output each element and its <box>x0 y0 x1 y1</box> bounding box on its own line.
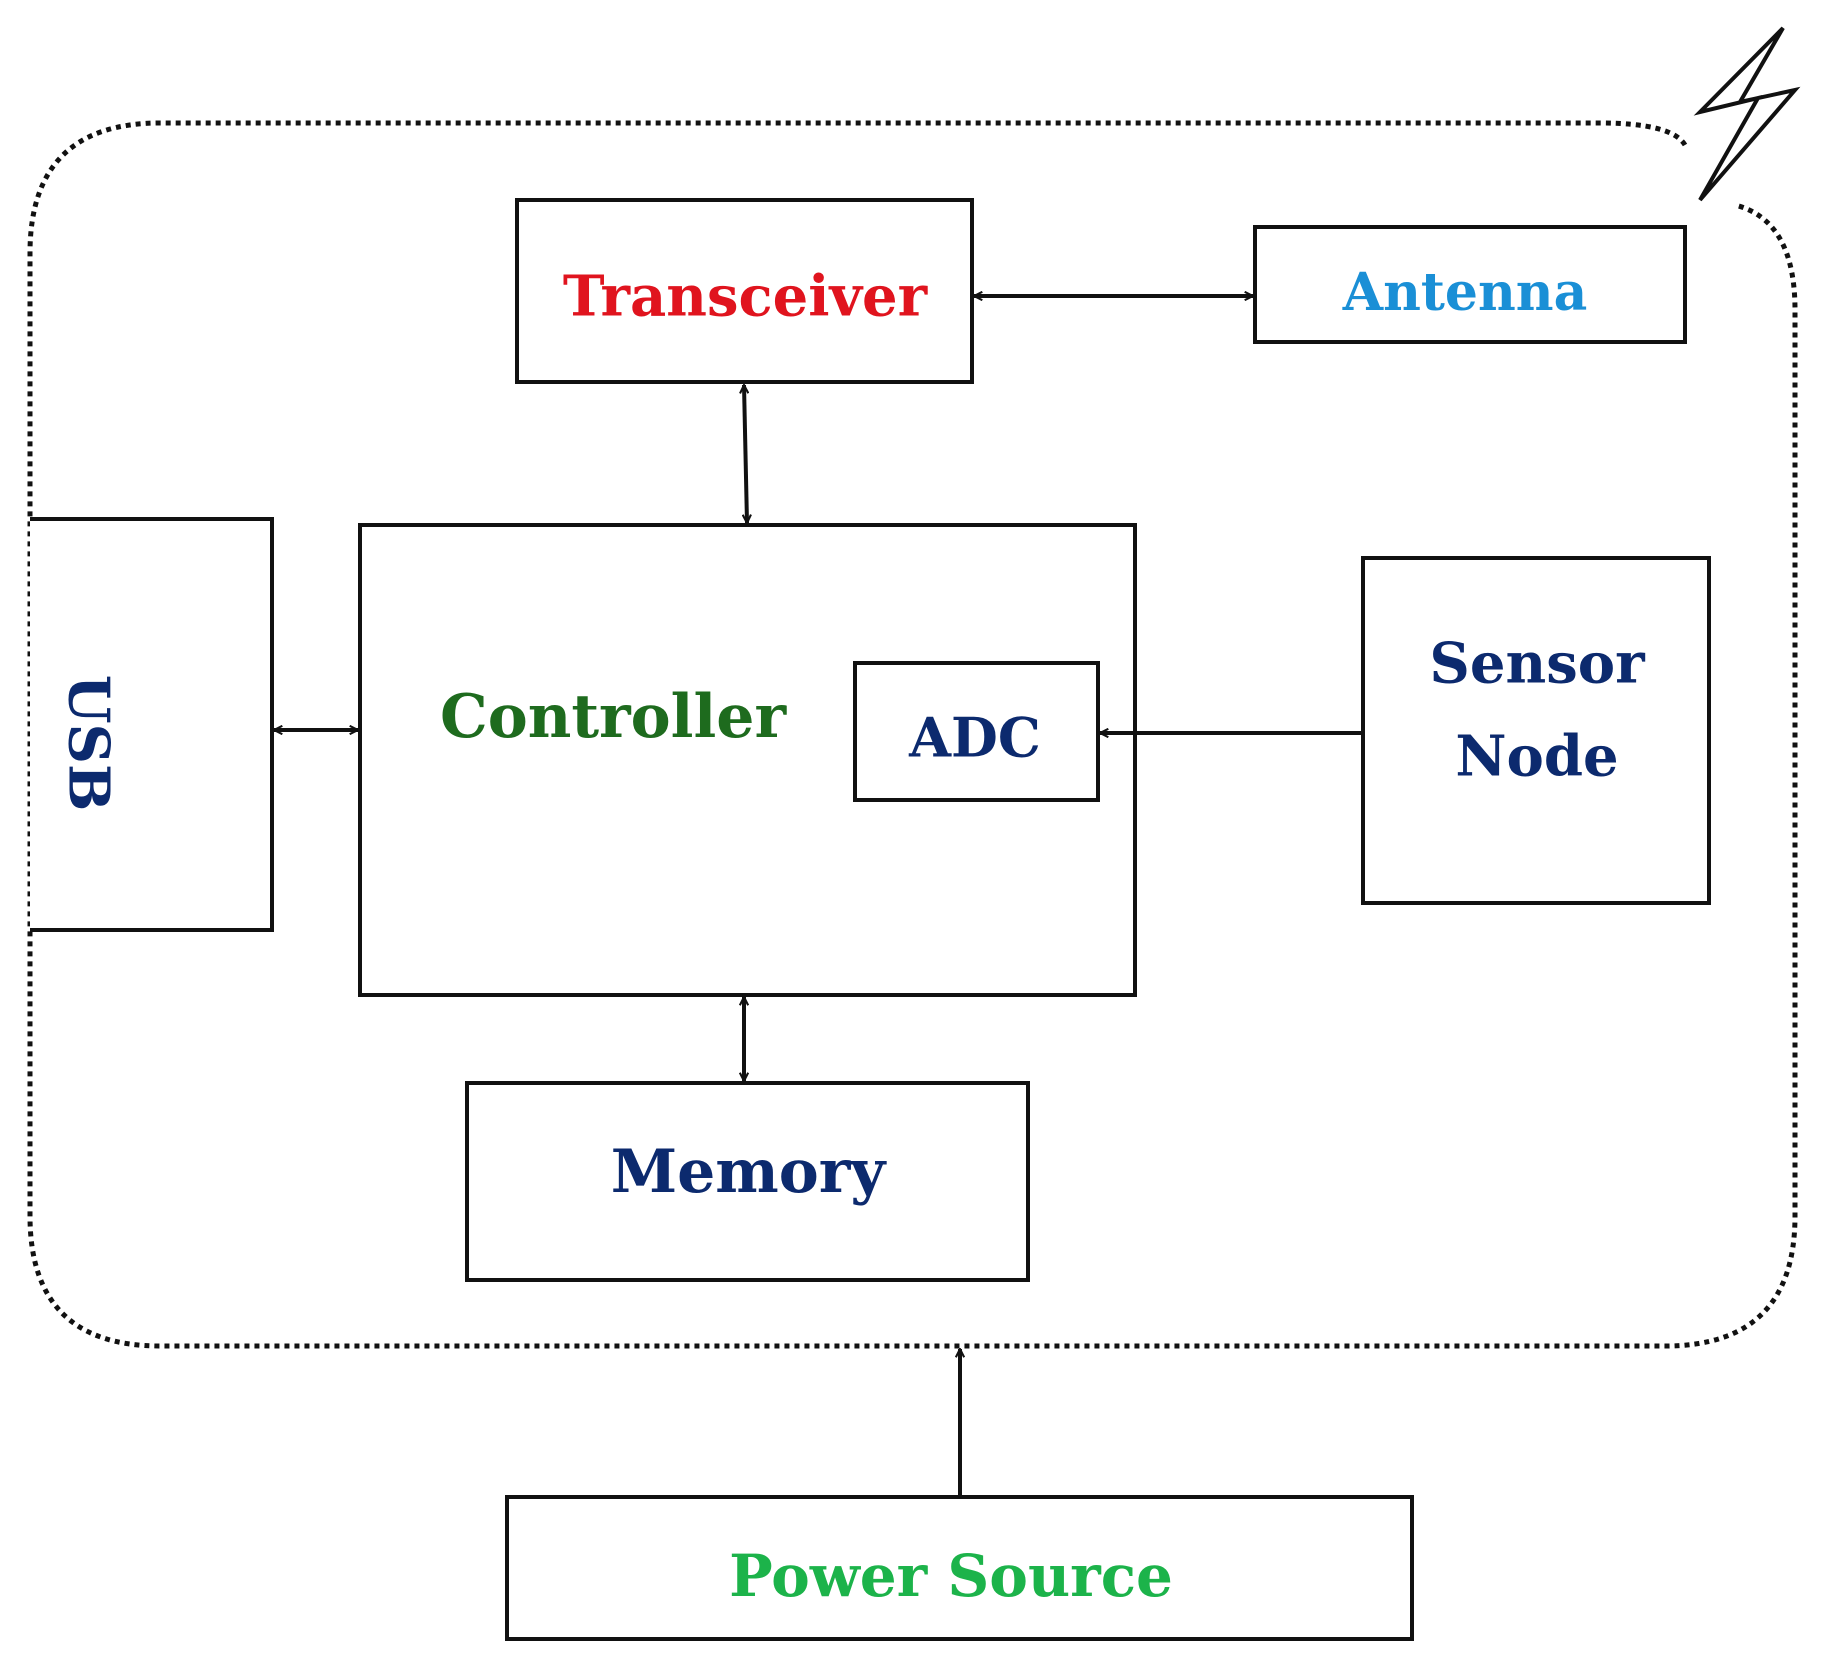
controller-label: Controller <box>439 682 787 752</box>
transceiver-label: Transceiver <box>562 263 928 330</box>
memory-box <box>465 1081 1030 1282</box>
usb-label: USB <box>55 674 122 812</box>
system-boundary <box>27 120 1798 1349</box>
antenna-box <box>1253 225 1687 344</box>
power-source-box <box>505 1495 1414 1641</box>
adc-label: ADC <box>909 705 1041 770</box>
sensor-node-box <box>1361 556 1711 905</box>
usb-box <box>30 517 274 932</box>
antenna-label: Antenna <box>1342 261 1588 323</box>
lightning-bolt-icon <box>1693 26 1801 202</box>
transceiver-box <box>515 198 974 384</box>
memory-label: Memory <box>610 1137 886 1207</box>
adc-box <box>853 661 1100 802</box>
transceiver-controller-arrow <box>744 385 747 523</box>
sensor-node-label-line1: Sensor <box>1429 630 1645 697</box>
power-source-label: Power Source <box>729 1542 1173 1611</box>
sensor-node-label-line2: Node <box>1455 723 1619 790</box>
